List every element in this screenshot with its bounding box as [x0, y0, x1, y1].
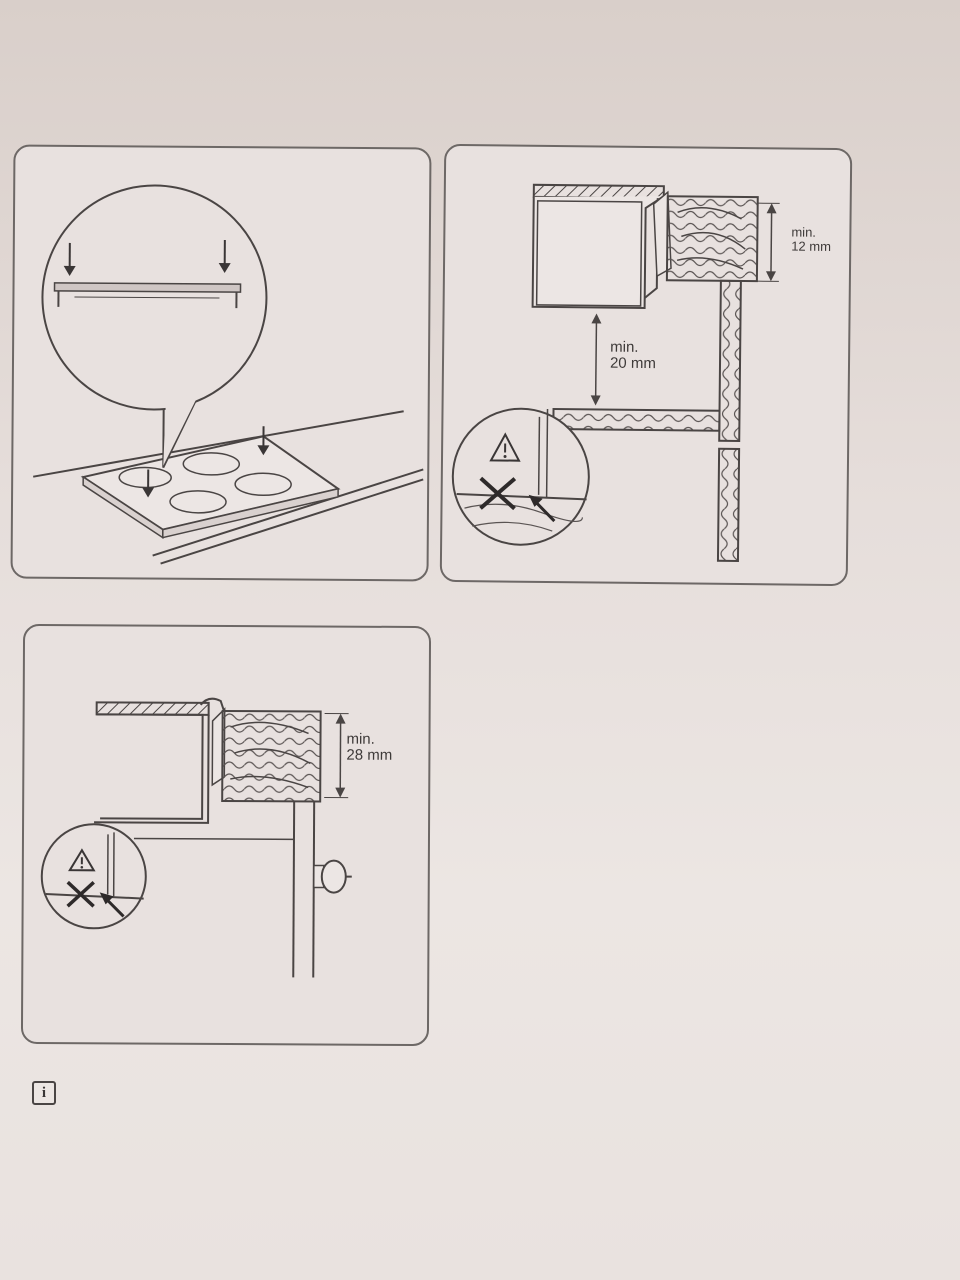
detail-magnifier: [41, 184, 268, 469]
dimension-label-12mm: min. 12 mm: [791, 224, 832, 254]
dimension-label-line: min.: [791, 224, 817, 240]
dimension-label-line: 28 mm: [346, 746, 393, 764]
warning-detail-magnifier: [451, 407, 590, 546]
pointer-arrow-icon: [528, 494, 556, 523]
arrow-down-icon: [257, 426, 270, 456]
arrow-down-icon: [142, 469, 155, 498]
hob: [80, 435, 341, 539]
warning-triangle-icon: [489, 432, 521, 462]
info-icon: i: [32, 1081, 56, 1105]
clearance-cabinet-illustration: [451, 183, 780, 562]
arrow-down-icon: [218, 240, 231, 274]
figure-clearance-cabinet: min. 12 mm min. 20 mm: [439, 143, 853, 587]
dimension-label-line: min.: [346, 730, 375, 748]
dimension-label-20mm: min. 20 mm: [609, 338, 656, 372]
cross-mark-icon: [66, 880, 95, 908]
warning-detail-magnifier: [40, 823, 147, 930]
arrow-down-icon: [63, 242, 76, 276]
figure-hob-insert: [10, 144, 432, 582]
dimension-label-line: 20 mm: [609, 354, 656, 372]
warning-triangle-icon: [68, 848, 96, 872]
figure-clearance-oven: min. 28 mm: [20, 623, 432, 1047]
dimension-label-line: min.: [610, 338, 639, 356]
hob-insert-illustration: [33, 184, 424, 565]
pointer-arrow-icon: [99, 892, 125, 918]
cross-mark-icon: [479, 476, 517, 511]
dimension-label-28mm: min. 28 mm: [346, 730, 393, 764]
dimension-label-line: 12 mm: [791, 238, 832, 254]
oven-knob: [312, 859, 352, 894]
clearance-oven-illustration: [40, 697, 352, 978]
